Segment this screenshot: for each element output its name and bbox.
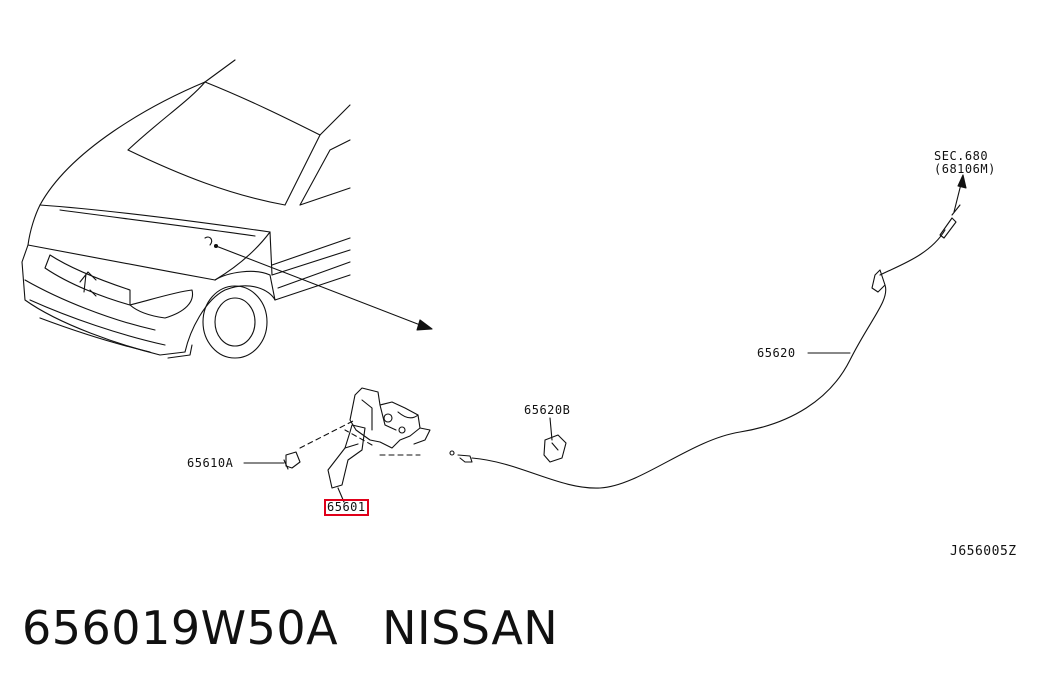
lock-part-label: 65601 [324,499,369,516]
cable-part-label: 65620 [757,346,796,360]
bolt-part [243,451,301,470]
part-caption: 656019W50A NISSAN [22,600,558,656]
car-illustration [21,59,351,359]
hood-lock-assembly [299,387,431,503]
ref-section-label: SEC.680 [934,149,989,163]
bolt-part-label: 65610A [187,456,234,470]
clip-part-label: 65620B [524,403,571,417]
ref-section-part-label: (68106M) [934,162,996,176]
part-number: 656019W50A [22,601,339,655]
location-arrow [215,245,433,331]
parts-diagram: SEC.680 (68106M) 65620 65620B 65610A 656… [21,59,1017,559]
diagram-drawing [21,59,967,503]
brand-name: NISSAN [382,601,559,655]
clip-part [543,417,567,463]
release-cable [449,174,967,489]
drawing-code: J656005Z [950,544,1017,559]
